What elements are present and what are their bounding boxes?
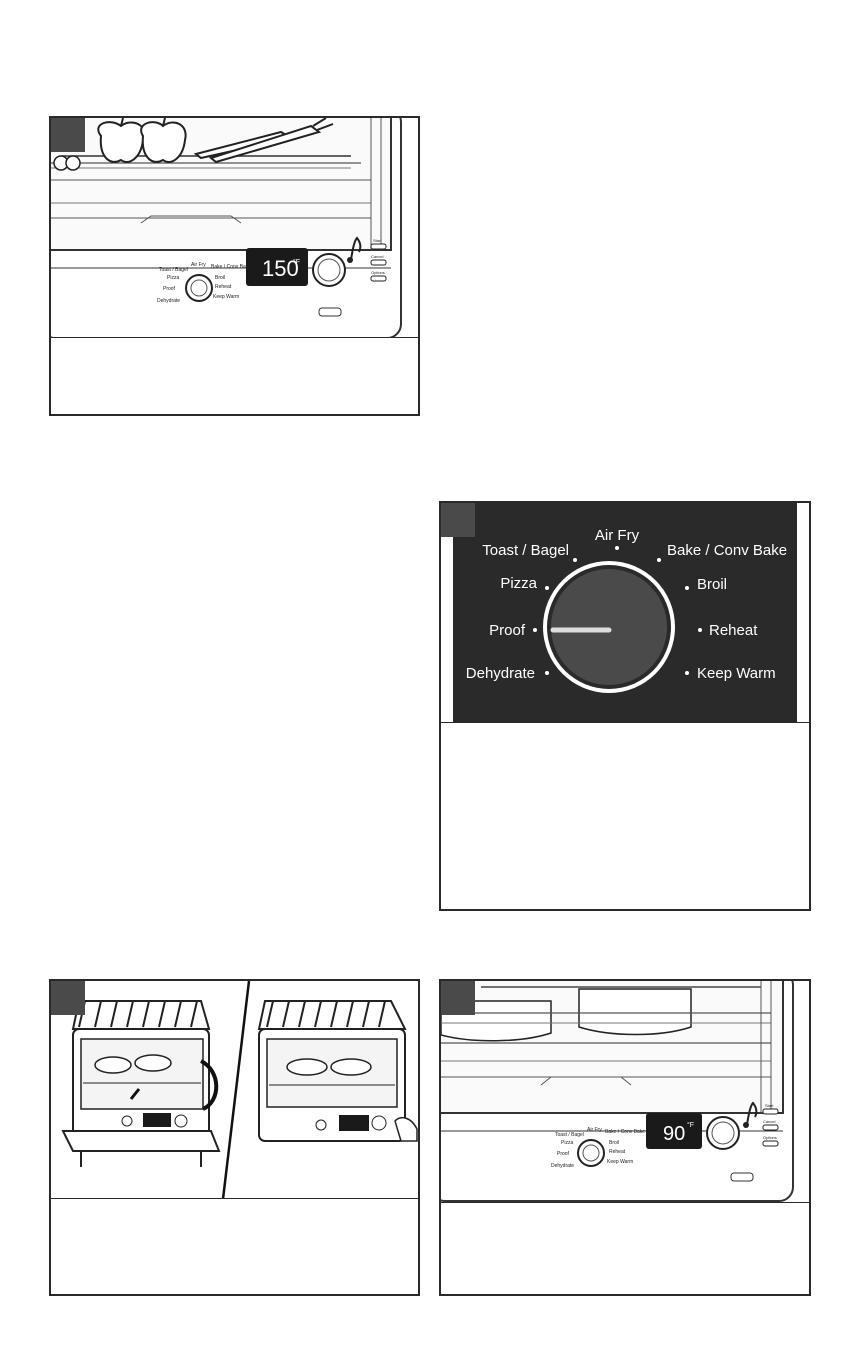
svg-text:Reheat: Reheat [215, 284, 232, 290]
oven-display-text-2: 90 [663, 1123, 685, 1145]
oven-display-text-1: 150 [262, 256, 299, 281]
label-keep-warm: Keep Warm [697, 665, 776, 682]
step-number-box [51, 118, 85, 152]
step-caption-box [51, 337, 418, 414]
svg-text:Toast / Bagel: Toast / Bagel [555, 1132, 584, 1138]
step-caption-box [441, 722, 809, 909]
step-caption-box [51, 1198, 418, 1294]
svg-text:Pizza: Pizza [167, 275, 179, 281]
svg-text:Cancel: Cancel [371, 254, 384, 259]
step-caption-box [441, 1202, 809, 1294]
svg-text:Options: Options [763, 1135, 777, 1140]
svg-text:°F: °F [687, 1121, 694, 1129]
oven-closeup-illustration-1: 150 °F Toast / Bagel Air Fry Bake / Conv… [51, 118, 418, 340]
label-toast-bagel: Toast / Bagel [482, 542, 569, 559]
oven-door-illustration [51, 981, 418, 1199]
label-proof: Proof [489, 622, 526, 639]
svg-text:Air Fry: Air Fry [587, 1127, 602, 1133]
step-panel-4: 90 °F Toast / Bagel Air Fry Bake / Conv … [439, 979, 811, 1296]
label-air-fry: Air Fry [595, 527, 640, 544]
label-bake-conv-bake: Bake / Conv Bake [667, 542, 787, 559]
oven-closeup-illustration-2: 90 °F Toast / Bagel Air Fry Bake / Conv … [441, 981, 809, 1203]
svg-text:Proof: Proof [557, 1151, 570, 1157]
step-number-box [441, 503, 475, 537]
svg-text:Broil: Broil [215, 275, 225, 281]
svg-text:Pizza: Pizza [561, 1140, 573, 1146]
label-pizza: Pizza [500, 575, 537, 592]
svg-text:Dehydrate: Dehydrate [157, 298, 180, 304]
svg-text:Toast / Bagel: Toast / Bagel [159, 267, 188, 273]
svg-text:Options: Options [371, 270, 385, 275]
svg-text:Bake / Conv Bake: Bake / Conv Bake [211, 264, 251, 270]
step-number-box [441, 981, 475, 1015]
svg-text:Bake / Conv Bake: Bake / Conv Bake [605, 1129, 645, 1135]
svg-text:Keep Warm: Keep Warm [213, 294, 239, 300]
svg-text:Start: Start [765, 1103, 774, 1108]
svg-text:°F: °F [293, 258, 300, 266]
svg-text:Reheat: Reheat [609, 1149, 626, 1155]
step-panel-1: 150 °F Toast / Bagel Air Fry Bake / Conv… [49, 116, 420, 416]
svg-text:Air Fry: Air Fry [191, 262, 206, 268]
label-broil: Broil [697, 576, 727, 593]
svg-text:Proof: Proof [163, 286, 176, 292]
step-number-box [51, 981, 85, 1015]
step-panel-2: Air Fry Toast / Bagel Bake / Conv Bake P… [439, 501, 811, 911]
step-panel-3 [49, 979, 420, 1296]
svg-text:Keep Warm: Keep Warm [607, 1159, 633, 1165]
dial-illustration: Air Fry Toast / Bagel Bake / Conv Bake P… [441, 503, 809, 723]
svg-text:Cancel: Cancel [763, 1119, 776, 1124]
label-dehydrate: Dehydrate [466, 665, 535, 682]
svg-text:Dehydrate: Dehydrate [551, 1163, 574, 1169]
svg-text:Broil: Broil [609, 1140, 619, 1146]
label-reheat: Reheat [709, 622, 758, 639]
svg-text:Start: Start [373, 238, 382, 243]
